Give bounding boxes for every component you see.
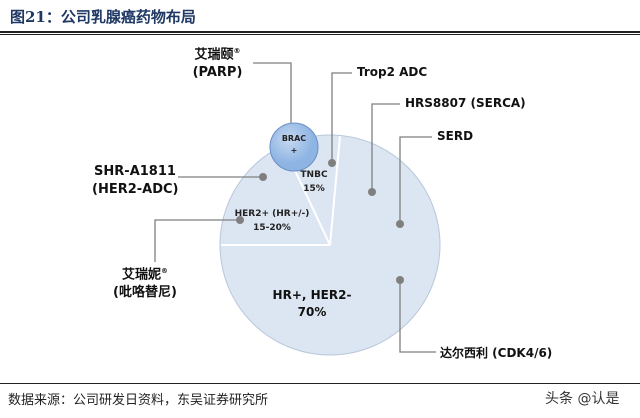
- leader-line-hrs: [371, 103, 400, 192]
- marker-dot: [328, 159, 336, 167]
- drug-hrs8807: HRS8807 (SERCA): [405, 96, 526, 110]
- leader-line-trop2: [331, 72, 352, 163]
- leader-line-serd: [399, 136, 432, 224]
- marker-dot: [396, 276, 404, 284]
- leader-line-dalxl: [399, 280, 436, 353]
- figure-title: 图21：公司乳腺癌药物布局: [10, 8, 196, 26]
- marker-dot: [259, 173, 267, 181]
- footer-divider: [0, 383, 640, 384]
- brac-circle: [269, 122, 319, 172]
- watermark: 头条 @认是: [545, 391, 620, 407]
- drug-serd: SERD: [437, 129, 474, 143]
- source-note: 数据来源：公司研发日资料，东吴证券研究所: [8, 393, 269, 408]
- marker-dot: [236, 216, 244, 224]
- title-divider: [0, 31, 640, 33]
- marker-dot: [368, 188, 376, 196]
- marker-dot: [396, 220, 404, 228]
- segment-divider: [289, 159, 331, 246]
- drug-trop2-adc: Trop2 ADC: [357, 65, 428, 79]
- title-divider-thin: [0, 34, 640, 35]
- drug-shr-a1811: SHR-A1811(HER2-ADC): [92, 164, 179, 197]
- segment-divider: [329, 135, 341, 246]
- drug-airuiyi: 艾瑞颐®(PARP): [192, 47, 243, 81]
- drug-airuini: 艾瑞妮®(吡咯替尼): [113, 267, 177, 301]
- leader-line-parp: [253, 62, 292, 123]
- brac-label: BRAC+: [281, 134, 307, 155]
- leader-line-airuini: [154, 219, 240, 262]
- drug-dalxili: 达尔西利 (CDK4/6): [440, 346, 553, 360]
- hr-label: HR+, HER2-70%: [272, 288, 352, 319]
- her2-label: HER2+ (HR+/-)15-20%: [234, 209, 310, 233]
